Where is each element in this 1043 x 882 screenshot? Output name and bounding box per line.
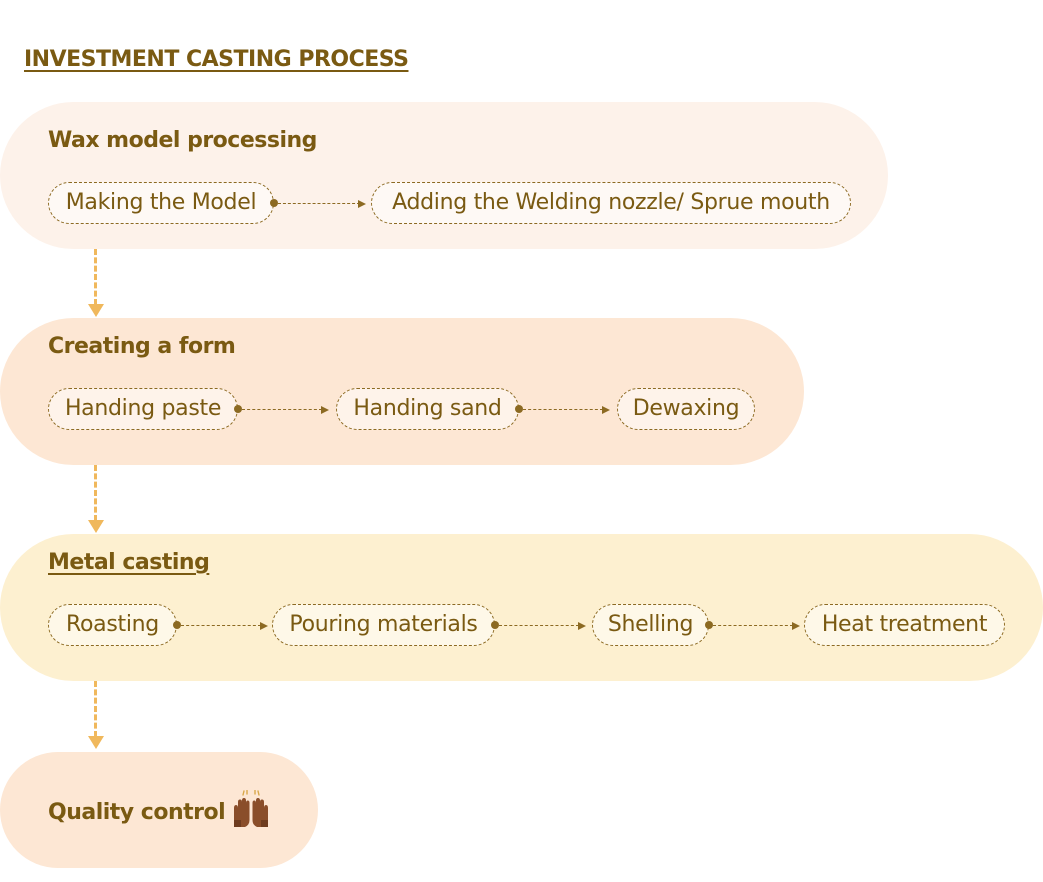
page-title: INVESTMENT CASTING PROCESS: [24, 47, 409, 72]
step-handing-sand: Handing sand: [336, 388, 519, 430]
arrow-head: [260, 622, 268, 630]
arrow-head: [321, 406, 329, 414]
stage-connector: [94, 249, 97, 305]
stage-title: Metal casting: [48, 550, 210, 575]
connector-dot: [491, 621, 499, 629]
step-heat-treatment: Heat treatment: [804, 604, 1005, 646]
step-adding-welding-nozzle: Adding the Welding nozzle/ Sprue mouth: [371, 182, 851, 224]
step-pouring-materials: Pouring materials: [272, 604, 495, 646]
stage-connector: [94, 465, 97, 521]
stage-wax-model-processing: Wax model processing Making the Model Ad…: [0, 102, 888, 249]
step-arrow: [181, 625, 261, 626]
arrow-head: [358, 200, 366, 208]
step-arrow: [278, 203, 360, 204]
raising-hands-icon: [234, 790, 268, 827]
step-dewaxing: Dewaxing: [617, 388, 755, 430]
arrow-head: [602, 406, 610, 414]
stage-title: Quality control: [48, 800, 226, 825]
connector-dot: [234, 405, 242, 413]
step-handing-paste: Handing paste: [48, 388, 238, 430]
stage-title: Creating a form: [48, 334, 236, 359]
arrow-head: [792, 622, 800, 630]
stage-connector: [94, 681, 97, 737]
stage-creating-a-form: Creating a form Handing paste Handing sa…: [0, 318, 804, 465]
stage-connector-head: [88, 304, 104, 317]
stage-connector-head: [88, 520, 104, 533]
step-arrow: [242, 409, 322, 410]
step-arrow: [523, 409, 603, 410]
stage-metal-casting: Metal casting Roasting Pouring materials…: [0, 534, 1043, 681]
stage-quality-control: Quality control: [0, 752, 318, 868]
step-roasting: Roasting: [48, 604, 177, 646]
step-arrow: [499, 625, 579, 626]
step-making-the-model: Making the Model: [48, 182, 274, 224]
connector-dot: [515, 405, 523, 413]
connector-dot: [705, 621, 713, 629]
arrow-head: [578, 622, 586, 630]
stage-connector-head: [88, 736, 104, 749]
connector-dot: [270, 199, 278, 207]
step-arrow: [713, 625, 793, 626]
stage-title: Wax model processing: [48, 128, 317, 153]
step-shelling: Shelling: [592, 604, 709, 646]
connector-dot: [173, 621, 181, 629]
